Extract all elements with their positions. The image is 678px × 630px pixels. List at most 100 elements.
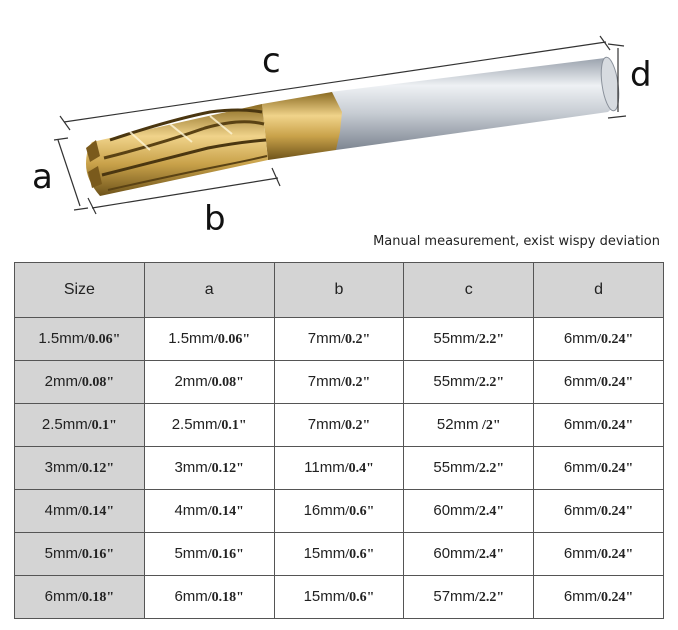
imperial-value: /0.12" xyxy=(207,461,244,476)
cell-size: 4mm/0.14" xyxy=(14,489,145,533)
size-spec-table: Size a b c d 1.5mm/0.06"1.5mm/0.06"7mm/0… xyxy=(14,262,664,619)
metric-value: 6mm xyxy=(563,545,598,562)
cell-a: 2mm/0.08" xyxy=(143,360,275,404)
cell-size: 2mm/0.08" xyxy=(14,360,145,404)
imperial-value: /0.6" xyxy=(345,590,375,605)
metric-value: 5mm xyxy=(174,545,208,562)
measurement-note: Manual measurement, exist wispy deviatio… xyxy=(373,234,660,249)
metric-value: 6mm xyxy=(563,330,598,347)
table-row: 2.5mm/0.1"2.5mm/0.1"7mm/0.2"52mm /2"6mm/… xyxy=(14,403,664,447)
metric-value: 57mm xyxy=(433,588,476,605)
cell-c: 55mm/2.2" xyxy=(403,317,535,361)
cell-c: 52mm /2" xyxy=(403,403,535,447)
imperial-value: /0.18" xyxy=(77,590,115,605)
cell-size: 2.5mm/0.1" xyxy=(14,403,145,447)
imperial-value: /0.06" xyxy=(214,332,251,347)
cell-d: 6mm/0.24" xyxy=(533,575,664,619)
metric-value: 55mm xyxy=(433,330,476,347)
metric-value: 6mm xyxy=(563,588,598,605)
metric-value: 4mm xyxy=(44,502,78,519)
cell-c: 60mm/2.4" xyxy=(403,489,535,533)
dimension-label-c: c xyxy=(262,41,281,81)
imperial-value: /0.24" xyxy=(597,418,634,433)
imperial-value: /2.4" xyxy=(475,504,505,519)
imperial-value: /0.1" xyxy=(87,418,117,433)
table-row: 1.5mm/0.06"1.5mm/0.06"7mm/0.2"55mm/2.2"6… xyxy=(14,317,664,361)
imperial-value: /0.16" xyxy=(77,547,115,562)
imperial-value: /2.2" xyxy=(475,332,505,347)
end-mill-shank xyxy=(330,56,620,150)
cell-a: 4mm/0.14" xyxy=(143,489,275,533)
metric-value: 60mm xyxy=(433,545,476,562)
cell-a: 6mm/0.18" xyxy=(143,575,275,619)
metric-value: 11mm xyxy=(304,459,345,476)
metric-value: 6mm xyxy=(563,416,598,433)
imperial-value: /0.24" xyxy=(597,461,634,476)
metric-value: 7mm xyxy=(307,416,342,433)
cell-b: 15mm/0.6" xyxy=(273,575,405,619)
header-c: c xyxy=(403,262,535,318)
metric-value: 16mm xyxy=(303,502,346,519)
dimension-label-b: b xyxy=(204,199,226,239)
cell-b: 15mm/0.6" xyxy=(273,532,405,576)
cell-b: 7mm/0.2" xyxy=(273,360,405,404)
imperial-value: /0.18" xyxy=(207,590,244,605)
table-row: 3mm/0.12"3mm/0.12"11mm/0.4"55mm/2.2"6mm/… xyxy=(14,446,664,490)
metric-value: 55mm xyxy=(433,373,476,390)
imperial-value: /0.24" xyxy=(597,590,634,605)
imperial-value: /2.2" xyxy=(475,461,505,476)
metric-value: 60mm xyxy=(433,502,476,519)
cell-c: 55mm/2.2" xyxy=(403,360,535,404)
dimension-label-d: d xyxy=(630,55,652,95)
cell-d: 6mm/0.24" xyxy=(533,360,664,404)
header-a: a xyxy=(143,262,275,318)
cell-c: 60mm/2.4" xyxy=(403,532,535,576)
metric-value: 15mm xyxy=(303,588,346,605)
imperial-value: /2.2" xyxy=(475,375,505,390)
imperial-value: /2" xyxy=(478,418,501,433)
end-mill-coated-neck xyxy=(262,92,342,160)
table-row: 4mm/0.14"4mm/0.14"16mm/0.6"60mm/2.4"6mm/… xyxy=(14,489,664,533)
dimension-label-a: a xyxy=(32,157,53,197)
metric-value: 15mm xyxy=(303,545,346,562)
metric-value: 3mm xyxy=(44,459,78,476)
cell-d: 6mm/0.24" xyxy=(533,446,664,490)
metric-value: 7mm xyxy=(307,330,342,347)
imperial-value: /2.2" xyxy=(475,590,505,605)
metric-value: 2mm xyxy=(44,373,78,390)
imperial-value: /0.08" xyxy=(207,375,244,390)
imperial-value: /0.16" xyxy=(207,547,244,562)
metric-value: 6mm xyxy=(563,459,598,476)
cell-size: 3mm/0.12" xyxy=(14,446,145,490)
header-d: d xyxy=(533,262,664,318)
metric-value: 6mm xyxy=(563,502,598,519)
cell-a: 2.5mm/0.1" xyxy=(143,403,275,447)
imperial-value: /0.2" xyxy=(341,375,371,390)
imperial-value: /0.24" xyxy=(597,375,634,390)
dimension-lines xyxy=(53,35,627,215)
imperial-value: /0.6" xyxy=(345,547,375,562)
imperial-value: /0.24" xyxy=(597,547,634,562)
cell-d: 6mm/0.24" xyxy=(533,317,664,361)
imperial-value: /0.14" xyxy=(77,504,115,519)
cell-d: 6mm/0.24" xyxy=(533,532,664,576)
metric-value: 1.5mm xyxy=(168,330,215,347)
table-row: 2mm/0.08"2mm/0.08"7mm/0.2"55mm/2.2"6mm/0… xyxy=(14,360,664,404)
table-header-row: Size a b c d xyxy=(14,262,664,318)
metric-value: 6mm xyxy=(44,588,78,605)
cell-a: 5mm/0.16" xyxy=(143,532,275,576)
cell-c: 57mm/2.2" xyxy=(403,575,535,619)
metric-value: 2.5mm xyxy=(171,416,218,433)
header-b: b xyxy=(273,262,405,318)
imperial-value: /0.06" xyxy=(84,332,121,347)
imperial-value: /0.2" xyxy=(341,418,371,433)
end-mill-flutes xyxy=(86,104,268,196)
cell-size: 5mm/0.16" xyxy=(14,532,145,576)
cell-b: 7mm/0.2" xyxy=(273,317,405,361)
metric-value: 55mm xyxy=(433,459,476,476)
cell-a: 1.5mm/0.06" xyxy=(143,317,275,361)
cell-b: 16mm/0.6" xyxy=(273,489,405,533)
imperial-value: /0.2" xyxy=(341,332,371,347)
cell-d: 6mm/0.24" xyxy=(533,403,664,447)
cell-size: 1.5mm/0.06" xyxy=(14,317,145,361)
